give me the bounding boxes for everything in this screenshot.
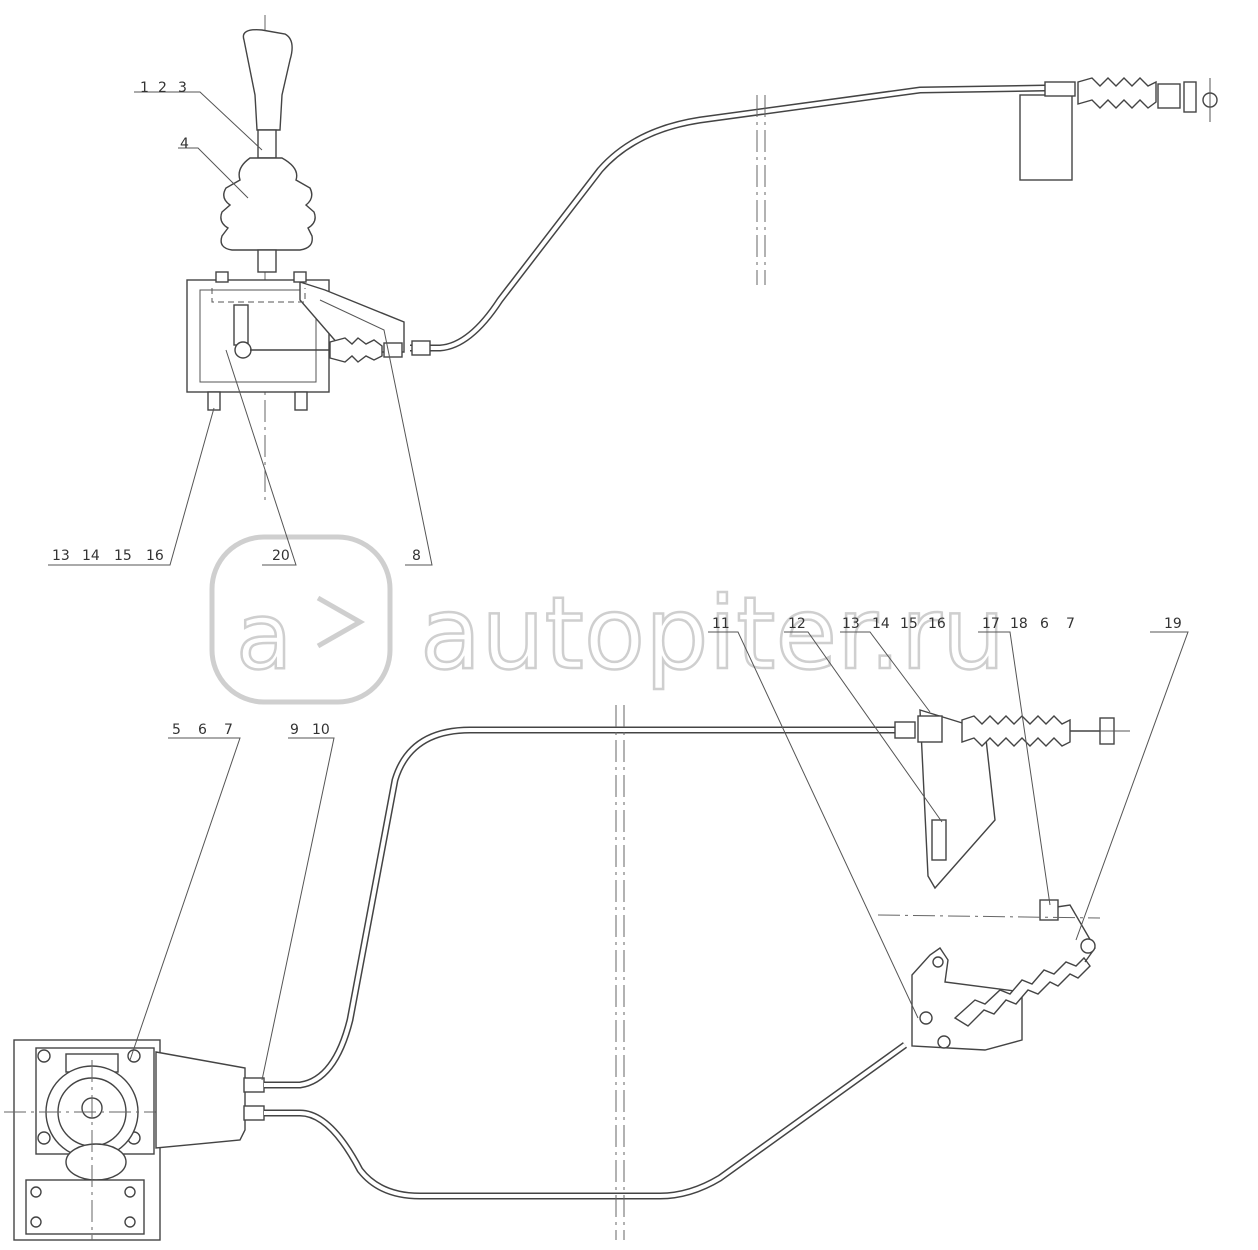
bottom-assembly <box>4 631 1189 1241</box>
lower-linkage <box>1049 904 1096 963</box>
selector-arm <box>233 304 249 346</box>
callout-15: 15 <box>114 548 132 564</box>
shift-housing-inner <box>199 289 317 383</box>
callout-14: 14 <box>82 548 100 564</box>
bottom-callouts: 5 6 7 9 10 11 12 13 14 15 16 17 18 6 7 1… <box>172 616 1182 738</box>
top-cable-end-left <box>411 340 431 356</box>
top-assembly <box>48 15 1218 566</box>
leader-9-10 <box>261 737 335 1081</box>
callout-20: 20 <box>272 548 290 564</box>
cable-bracket <box>155 1051 246 1149</box>
callout-3: 3 <box>178 80 187 96</box>
watermark-logo-frame <box>209 534 393 705</box>
lower-bracket-hole <box>932 956 944 968</box>
top-cable <box>410 84 1046 352</box>
leader-19 <box>1075 631 1189 941</box>
bracket-slot <box>931 819 947 861</box>
mount-hole-2 <box>127 1049 141 1063</box>
callout-14-b: 14 <box>872 616 890 632</box>
top-bolt-left <box>215 271 229 283</box>
bracket-8 <box>299 281 405 353</box>
callout-16-b: 16 <box>928 616 946 632</box>
callout-8: 8 <box>412 548 421 564</box>
callout-4: 4 <box>180 136 189 152</box>
upper-cable-end <box>894 721 916 739</box>
top-right-bracket <box>1019 94 1073 181</box>
top-end-fork <box>1157 83 1181 109</box>
leader-17-18-6-7 <box>978 631 1051 906</box>
lower-ball-joint <box>1080 938 1096 954</box>
bottom-cable-lower-inner <box>264 1043 907 1198</box>
mount-bolt-right <box>294 391 308 411</box>
callout-15-b: 15 <box>900 616 918 632</box>
mount-hole-1 <box>37 1049 51 1063</box>
leader-12 <box>784 631 943 823</box>
watermark-logo-arrow <box>316 595 366 649</box>
leader-5-6-7 <box>129 737 241 1061</box>
callout-13: 13 <box>52 548 70 564</box>
callout-16: 16 <box>146 548 164 564</box>
shift-lever-rod <box>257 129 277 159</box>
lower-bellows <box>953 956 1091 1027</box>
mount-hole-3 <box>37 1131 51 1145</box>
pivot-joint <box>234 341 252 359</box>
top-cable-bellows <box>1077 77 1157 109</box>
lower-bracket-bolt-2 <box>937 1035 951 1049</box>
leader-13-16-bottom <box>840 631 931 713</box>
plate-hole-2 <box>124 1186 136 1198</box>
shift-housing <box>186 279 330 393</box>
bottom-cable-upper-inner <box>264 728 910 1087</box>
upper-cable-clamp <box>917 715 943 743</box>
housing-hidden-line <box>211 288 306 303</box>
leader-11 <box>708 631 919 1019</box>
lower-bracket-bolt-1 <box>919 1011 933 1025</box>
callout-13-b: 13 <box>842 616 860 632</box>
callout-12: 12 <box>788 616 806 632</box>
lower-plate <box>25 1179 145 1235</box>
leader-13-16-top <box>48 407 215 566</box>
top-bolt-right <box>293 271 307 283</box>
watermark-logo-a: a <box>236 583 292 690</box>
leader-8 <box>319 299 433 566</box>
shift-knob <box>242 29 293 131</box>
callout-7: 7 <box>224 722 233 738</box>
cable-clamp-upper <box>243 1077 265 1093</box>
rubber-boot <box>220 157 316 251</box>
upper-bellows <box>961 715 1071 747</box>
lower-right-bracket <box>911 947 1023 1051</box>
watermark-text: autopiter.ru <box>420 575 1005 692</box>
plate-hole-1 <box>30 1186 42 1198</box>
top-right-clamp <box>1044 81 1076 97</box>
callout-5: 5 <box>172 722 181 738</box>
callout-18: 18 <box>1010 616 1028 632</box>
shifter-knob-bottom <box>65 1143 127 1181</box>
leader-1-2-3 <box>134 91 263 151</box>
top-cable-inner <box>410 86 1046 350</box>
leader-4 <box>178 147 249 199</box>
callout-1: 1 <box>140 80 149 96</box>
plate-hole-4 <box>124 1216 136 1228</box>
watermark: a autopiter.ru <box>209 534 1007 705</box>
callout-6-b: 6 <box>1040 616 1049 632</box>
top-end-clevis <box>1183 81 1197 113</box>
callout-11: 11 <box>712 616 730 632</box>
callout-7-b: 7 <box>1066 616 1075 632</box>
mount-bolt-left <box>207 391 221 411</box>
callout-10: 10 <box>312 722 330 738</box>
leader-20 <box>225 349 297 566</box>
plate-hole-3 <box>30 1216 42 1228</box>
callout-9: 9 <box>290 722 299 738</box>
callout-17: 17 <box>982 616 1000 632</box>
bottom-cable-upper <box>264 726 910 1089</box>
top-callouts: 1 2 3 4 13 14 15 16 20 8 <box>52 80 421 564</box>
callout-6: 6 <box>198 722 207 738</box>
callout-2: 2 <box>158 80 167 96</box>
lever-shaft <box>257 249 277 273</box>
rod-boot <box>329 337 383 363</box>
lower-centerline <box>877 914 1101 919</box>
callout-19: 19 <box>1164 616 1182 632</box>
cable-clamp-lower <box>243 1105 265 1121</box>
